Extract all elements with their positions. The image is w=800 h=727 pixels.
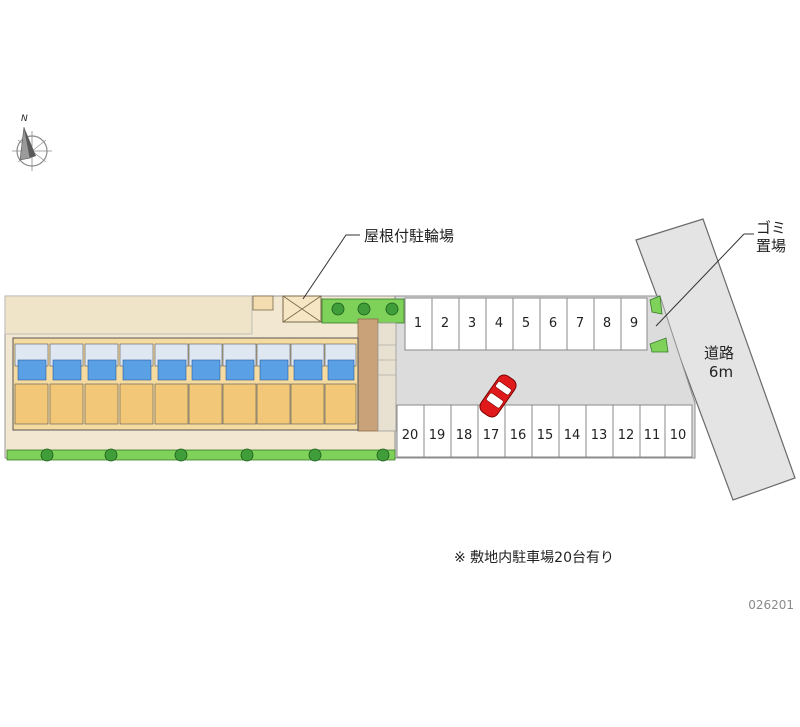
parking-stall-18: 18 [456, 428, 473, 443]
bike-shelter-label: 屋根付駐輪場 [364, 227, 454, 245]
car-icon [479, 374, 517, 418]
unit-10 [324, 343, 357, 425]
parking-stall-1: 1 [414, 316, 422, 331]
north-arrow-icon: N [12, 114, 52, 171]
parking-stall-16: 16 [510, 428, 527, 443]
parking-stall-8: 8 [603, 316, 611, 331]
unit-3 [84, 343, 119, 425]
parking-stall-4: 4 [495, 316, 503, 331]
walkway [357, 318, 397, 432]
parking-stall-17: 17 [483, 428, 500, 443]
parking-stall-6: 6 [549, 316, 557, 331]
road [635, 218, 796, 501]
hedge-bottom [6, 448, 396, 462]
parking-stall-14: 14 [564, 428, 581, 443]
unit-5 [154, 343, 189, 425]
unit-1 [14, 343, 49, 425]
parking-stall-13: 13 [591, 428, 608, 443]
parking-row-bottom: 20 19 18 17 16 15 14 13 12 11 10 [396, 404, 693, 458]
road-label-line1: 道路 [704, 344, 734, 362]
parking-stall-3: 3 [468, 316, 476, 331]
bike-shelter [252, 295, 322, 323]
garbage-area [649, 295, 669, 353]
unit-8 [256, 343, 291, 425]
unit-6 [188, 343, 223, 425]
parking-note: ※ 敷地内駐車場20台有り [454, 549, 614, 566]
parking-stall-9: 9 [630, 316, 638, 331]
parking-stall-5: 5 [522, 316, 530, 331]
apartment-building [12, 337, 359, 431]
garbage-label-line1: ゴミ [756, 219, 786, 237]
parking-stall-12: 12 [618, 428, 635, 443]
parking-stall-10: 10 [670, 428, 687, 443]
parking-stall-7: 7 [576, 316, 584, 331]
lot-back-strip [4, 295, 253, 335]
unit-2 [49, 343, 84, 425]
parking-stall-11: 11 [644, 428, 661, 443]
unit-4 [119, 343, 154, 425]
garbage-leader-line [655, 233, 745, 327]
bike-shelter-leader-line [302, 234, 360, 300]
unit-7 [222, 343, 257, 425]
garbage-label-line2: 置場 [756, 237, 786, 255]
road-label-line2: 6m [709, 363, 733, 381]
map-id: 026201 [748, 598, 794, 612]
parking-stall-2: 2 [441, 316, 449, 331]
north-label: N [21, 114, 28, 124]
parking-stall-20: 20 [402, 428, 419, 443]
parking-stall-15: 15 [537, 428, 554, 443]
parking-stall-19: 19 [429, 428, 446, 443]
unit-9 [290, 343, 325, 425]
parking-row-top: 1 2 3 4 5 6 7 8 9 [404, 297, 648, 351]
